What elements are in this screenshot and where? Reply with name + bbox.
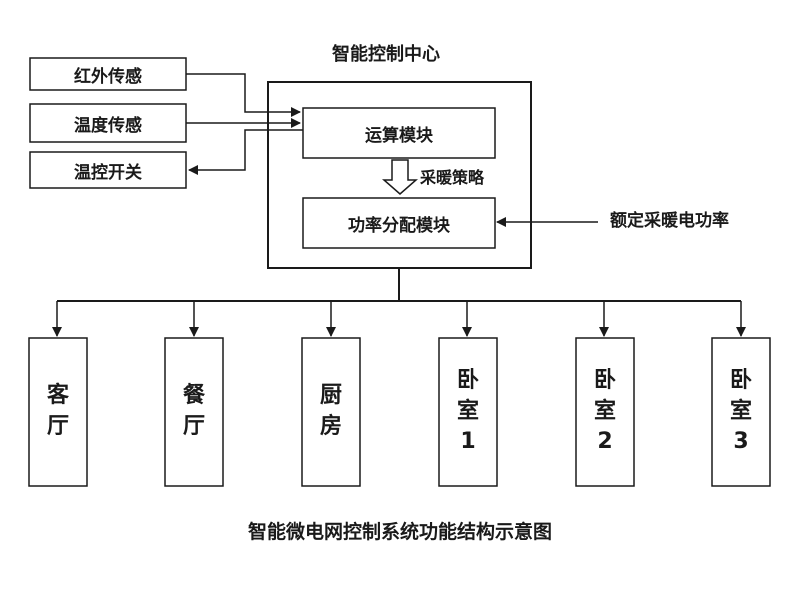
room-box-3 [301,337,361,487]
room-label-2: 餐厅 [182,383,205,439]
rated-power-label: 额定采暖电功率 [610,211,729,231]
room-label-1: 客厅 [46,383,69,439]
power-alloc-module-label: 功率分配模块 [348,215,450,236]
arrow-compute-to-switch [188,129,303,175]
sensor-label-temperature: 温度传感 [74,115,142,136]
sensor-label-infrared: 红外传感 [74,66,142,87]
power-alloc-module-box [302,197,496,249]
strategy-label: 采暖策略 [420,168,485,187]
arrow-infrared-to-compute [186,73,301,117]
strategy-hollow-arrow [382,159,418,195]
room-box-6 [711,337,771,487]
room-box-4 [438,337,498,487]
room-box-5 [575,337,635,487]
room-label-3: 厨房 [319,383,342,439]
switch-box [29,151,187,189]
control-center-title: 智能控制中心 [332,44,440,65]
figure-caption: 智能微电网控制系统功能结构示意图 [247,521,552,543]
compute-module-box [302,107,496,159]
room-box-2 [164,337,224,487]
switch-label: 温控开关 [74,162,142,183]
compute-module-label: 运算模块 [365,125,433,146]
room-box-1 [28,337,88,487]
